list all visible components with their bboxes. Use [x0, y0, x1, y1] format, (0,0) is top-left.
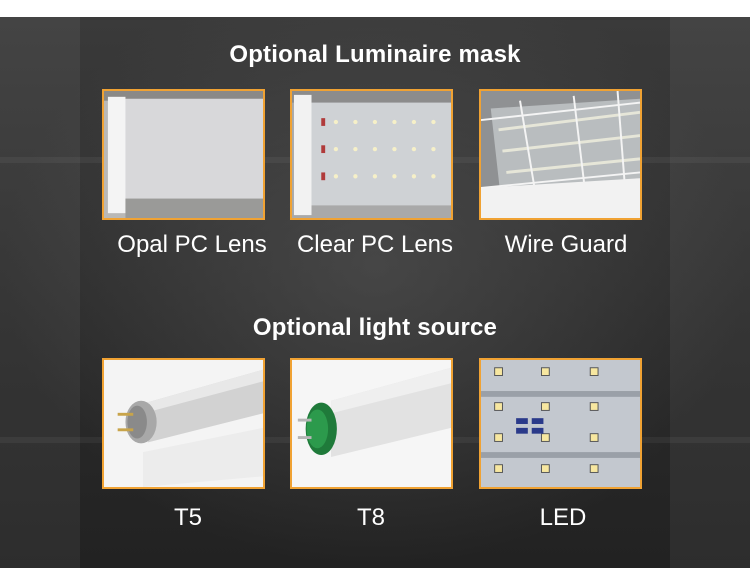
caption-t5: T5 — [173, 504, 202, 531]
section-title-light-source: Optional light source — [252, 314, 498, 341]
clear-lens-image — [290, 89, 453, 220]
section-title-luminaire-mask: Optional Luminaire mask — [229, 41, 521, 68]
content-panel: Optional Luminaire mask — [0, 17, 750, 568]
background-shelf — [670, 17, 750, 568]
background-shelf — [0, 17, 80, 568]
caption-wire-guard: Wire Guard — [504, 231, 628, 258]
t5-tube-image — [102, 358, 265, 489]
caption-led: LED — [539, 504, 587, 531]
caption-t8: T8 — [356, 504, 385, 531]
opal-lens-image — [102, 89, 265, 220]
t8-tube-image — [290, 358, 453, 489]
caption-opal-pc-lens: Opal PC Lens — [117, 231, 267, 258]
caption-clear-pc-lens: Clear PC Lens — [296, 231, 454, 258]
led-board-image — [479, 358, 642, 489]
wire-guard-image — [479, 89, 642, 220]
